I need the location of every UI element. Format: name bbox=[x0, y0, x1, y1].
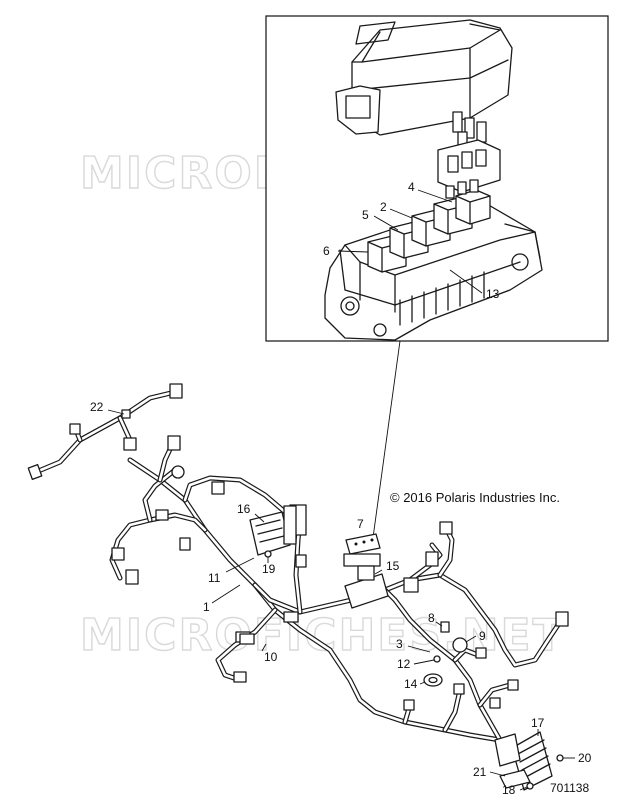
figure-number: 701138 bbox=[550, 781, 589, 795]
callout-11: 11 bbox=[208, 571, 221, 585]
callout-15: 15 bbox=[386, 559, 400, 573]
leader-9 bbox=[465, 635, 477, 643]
ecu-module-16 bbox=[249, 505, 297, 556]
callout-2: 2 bbox=[380, 200, 387, 214]
inset-pointer-line bbox=[371, 340, 401, 546]
copyright-text: © 2016 Polaris Industries Inc. bbox=[390, 490, 560, 505]
leader-16 bbox=[254, 513, 265, 523]
leader-6 bbox=[337, 250, 369, 253]
callout-6: 6 bbox=[323, 244, 330, 258]
callout-20: 20 bbox=[578, 751, 592, 765]
leader-2 bbox=[389, 208, 413, 219]
callout-1: 1 bbox=[203, 600, 210, 614]
connector-10 bbox=[239, 633, 255, 645]
clip-8 bbox=[440, 621, 450, 633]
callout-19: 19 bbox=[262, 562, 276, 576]
callout-22: 22 bbox=[90, 400, 104, 414]
leader-8 bbox=[435, 621, 443, 627]
relay-block bbox=[437, 139, 501, 193]
fastener-12 bbox=[433, 655, 441, 663]
leader-5 bbox=[373, 215, 399, 231]
callout-12: 12 bbox=[397, 657, 411, 671]
sub-harness-22 bbox=[27, 383, 183, 480]
callout-17: 17 bbox=[531, 716, 545, 730]
bracket-21 bbox=[499, 769, 531, 789]
grommet-9 bbox=[452, 637, 468, 653]
leader-1 bbox=[211, 584, 241, 604]
relay-bracket-15 bbox=[344, 565, 389, 609]
fuse-box-7 bbox=[343, 533, 381, 567]
leader-15 bbox=[374, 569, 383, 575]
callout-13: 13 bbox=[486, 287, 500, 301]
fuse-box-base bbox=[324, 199, 543, 341]
callout-8: 8 bbox=[428, 611, 435, 625]
leader-11 bbox=[225, 557, 255, 573]
callout-10: 10 bbox=[264, 650, 278, 664]
leader-14 bbox=[419, 681, 426, 685]
fuse-box-cover bbox=[335, 19, 513, 136]
callout-7: 7 bbox=[357, 517, 364, 531]
callout-14: 14 bbox=[404, 677, 418, 691]
leader-4 bbox=[417, 189, 453, 203]
leader-21 bbox=[489, 771, 506, 777]
grommet-14 bbox=[423, 673, 443, 687]
leader-13 bbox=[449, 269, 483, 294]
fuse-box-inset: 4 2 5 6 13 bbox=[265, 15, 609, 342]
leader-22 bbox=[107, 409, 125, 415]
fastener-19 bbox=[264, 550, 272, 558]
callout-16: 16 bbox=[237, 502, 251, 516]
relays bbox=[367, 179, 491, 273]
callout-5: 5 bbox=[362, 208, 369, 222]
callout-18: 18 bbox=[502, 783, 516, 797]
leader-12 bbox=[413, 659, 435, 665]
fastener-18 bbox=[526, 782, 534, 790]
watermark-bottom: MICROFICHES.NET bbox=[80, 610, 565, 661]
leader-18 bbox=[519, 786, 528, 791]
main-harness bbox=[109, 442, 563, 743]
fastener-20 bbox=[556, 754, 564, 762]
callout-9: 9 bbox=[479, 629, 486, 643]
leader-10 bbox=[261, 643, 267, 652]
callout-21: 21 bbox=[473, 765, 487, 779]
callout-4: 4 bbox=[408, 180, 415, 194]
callout-3: 3 bbox=[396, 637, 403, 651]
leader-3 bbox=[407, 645, 431, 653]
